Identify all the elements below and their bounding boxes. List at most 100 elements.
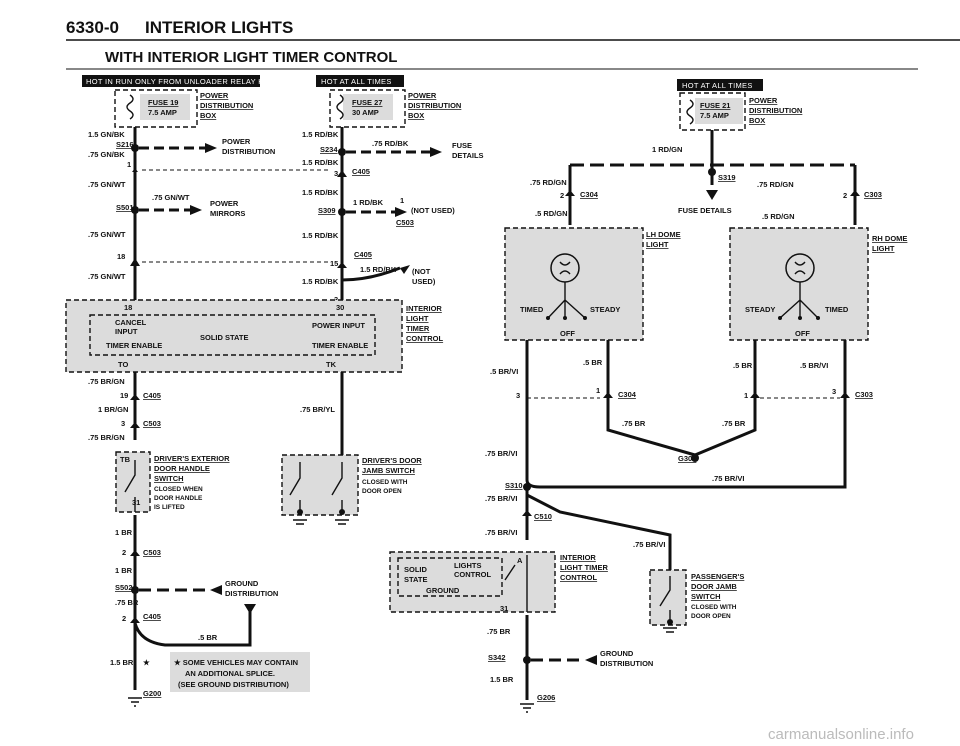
rh-dome-1: RH DOME xyxy=(872,234,907,243)
pdb-line-2: DISTRIBUTION xyxy=(200,101,253,110)
mconn-c405: C405 xyxy=(352,167,370,176)
fuse-27-name: FUSE 27 xyxy=(352,98,382,107)
right-mid-labels: .5 BR/VI .5 BR .5 BR .5 BR/VI 3 1 C304 1… xyxy=(485,358,873,549)
rw-5brvi-r: .5 BR/VI xyxy=(800,361,828,370)
pdb-mid-line-3: BOX xyxy=(408,111,424,120)
splice-s234: S234 xyxy=(320,145,338,154)
ext-pin-top: TB xyxy=(120,455,131,464)
lw-gnwt-d: .75 GN/WT xyxy=(88,272,126,281)
lw-1brgn: 1 BR/GN xyxy=(98,405,128,414)
door-line-1: DRIVER'S DOOR xyxy=(362,456,422,465)
mw-rdbk-d: 1.5 RD/BK xyxy=(302,231,339,240)
section-code: 6330-0 xyxy=(66,18,119,37)
rgd-line-2: DISTRIBUTION xyxy=(600,659,653,668)
mpin-1: 1 xyxy=(400,196,404,205)
fuse-19-box: FUSE 19 7.5 AMP POWER DISTRIBUTION BOX xyxy=(114,89,253,128)
mod-label-2: LIGHT xyxy=(406,314,429,323)
rh-timed: TIMED xyxy=(825,305,849,314)
lpin-3: 3 xyxy=(121,419,125,428)
rw-5brvi-l: .5 BR/VI xyxy=(490,367,518,376)
pass-line-2: DOOR JAMB xyxy=(691,582,737,591)
mod-pin-tk: TK xyxy=(326,360,337,369)
rh-dome-light: STEADY TIMED OFF RH DOME LIGHT xyxy=(729,227,907,341)
mod-power-input: POWER INPUT xyxy=(312,321,365,330)
mw-bryl: .75 BR/YL xyxy=(300,405,335,414)
mod-pin-30: 30 xyxy=(336,303,344,312)
lh-dome-2: LIGHT xyxy=(646,240,669,249)
middle-labels: 1.5 RD/BK S234 .75 RD/BK FUSE DETAILS 1.… xyxy=(300,130,484,414)
rpin-2r: 2 xyxy=(843,191,847,200)
lpin-2: 2 xyxy=(122,548,126,557)
fuse-21-name: FUSE 21 xyxy=(700,101,730,110)
rw-75brvi-b: .75 BR/VI xyxy=(712,474,745,483)
mirrors-line-1: POWER xyxy=(210,199,239,208)
splice-s216: S216 xyxy=(116,140,134,149)
splice-s502: S502 xyxy=(115,583,133,592)
rw-75brvi: .75 BR/VI xyxy=(485,449,518,458)
lw-brgn2: .75 BR/GN xyxy=(88,433,125,442)
mod-solid: SOLID STATE xyxy=(200,333,248,342)
band-right-text: HOT AT ALL TIMES xyxy=(682,81,753,90)
rw-5rdgn-l: .5 RD/GN xyxy=(535,209,568,218)
pass-note-1: CLOSED WITH xyxy=(691,604,737,611)
pd-line-2: DISTRIBUTION xyxy=(222,147,275,156)
door-note-1: CLOSED WITH xyxy=(362,479,408,486)
splice-s319: S319 xyxy=(718,173,736,182)
not-used2-2: USED) xyxy=(412,277,436,286)
gd-line-2: DISTRIBUTION xyxy=(225,589,278,598)
lw-15br: 1.5 BR xyxy=(110,658,134,667)
rconn-c304b: C304 xyxy=(618,390,637,399)
lw-gnwt-c: .75 GN/WT xyxy=(88,230,126,239)
right-circuit xyxy=(522,130,860,700)
lpin-18: 18 xyxy=(117,252,125,261)
rconn-c303b: C303 xyxy=(855,390,873,399)
t2-lights-1: LIGHTS xyxy=(454,561,482,570)
lh-dome-1: LH DOME xyxy=(646,230,681,239)
t2-label-3: CONTROL xyxy=(560,573,597,582)
pdb-right-line-2: DISTRIBUTION xyxy=(749,106,802,115)
mw-rdbk-f: 1.5 RD/BK xyxy=(302,277,339,286)
rpin-3r: 3 xyxy=(832,387,836,396)
middle-circuit xyxy=(337,127,442,455)
fuse-21-box: FUSE 21 7.5 AMP POWER DISTRIBUTION BOX xyxy=(679,92,802,131)
ground-g300: G300 xyxy=(678,454,696,463)
lw-1br: 1 BR xyxy=(115,528,133,537)
pass-line-3: SWITCH xyxy=(691,592,721,601)
right-bottom-labels: .75 BR S342 GROUND DISTRIBUTION 1.5 BR G… xyxy=(487,627,653,713)
rw-5br-l: .5 BR xyxy=(583,358,603,367)
mod-timer-enable-l: TIMER ENABLE xyxy=(106,341,162,350)
rw-75br-b: .75 BR xyxy=(487,627,511,636)
rconn-c510: C510 xyxy=(534,512,552,521)
ext-line-1: DRIVER'S EXTERIOR xyxy=(154,454,230,463)
t2-pin-a: A xyxy=(517,556,523,565)
mw-rdbk-b: 1.5 RD/BK xyxy=(302,158,339,167)
splice-s342: S342 xyxy=(488,653,506,662)
mconn-c405b: C405 xyxy=(354,250,372,259)
mconn-c503: C503 xyxy=(396,218,414,227)
band-middle xyxy=(316,75,404,87)
fuse-19-name: FUSE 19 xyxy=(148,98,178,107)
rw-5rdgn-r: .5 RD/GN xyxy=(762,212,795,221)
gd-line-1: GROUND xyxy=(225,579,259,588)
band-left-text: HOT IN RUN ONLY FROM UNLOADER RELAY K7 xyxy=(86,77,268,86)
mod-cancel-2: INPUT xyxy=(115,327,138,336)
pdb-right-line-3: BOX xyxy=(749,116,765,125)
note-line-3: (SEE GROUND DISTRIBUTION) xyxy=(178,680,289,689)
lw-brgn: .75 BR/GN xyxy=(88,377,125,386)
ext-note-2: DOOR HANDLE xyxy=(154,495,203,502)
right-top-labels: 1 RD/GN S319 .75 RD/GN 2 C304 .5 RD/GN F… xyxy=(530,145,882,221)
rw-1rdgn: 1 RD/GN xyxy=(652,145,682,154)
interior-light-timer-module: 18 30 CANCEL INPUT SOLID STATE POWER INP… xyxy=(65,299,443,373)
mw-rdbk75: .75 RD/BK xyxy=(372,139,409,148)
ext-line-3: SWITCH xyxy=(154,474,184,483)
lw-gnbk: 1.5 GN/BK xyxy=(88,130,125,139)
left-ground-labels: 1 BR 2 C503 1 BR S502 .75 BR GROUND DIST… xyxy=(110,528,278,698)
not-used: (NOT USED) xyxy=(411,206,455,215)
ext-line-2: DOOR HANDLE xyxy=(154,464,210,473)
splice-s501: S501 xyxy=(116,203,134,212)
t2-label-1: INTERIOR xyxy=(560,553,596,562)
lconn-c405: C405 xyxy=(143,391,161,400)
rh-steady: STEADY xyxy=(745,305,775,314)
left-circuit: 1.5 GN/BK S216 .75 GN/BK POWER DISTRIBUT… xyxy=(88,127,330,707)
door-line-2: JAMB SWITCH xyxy=(362,466,415,475)
